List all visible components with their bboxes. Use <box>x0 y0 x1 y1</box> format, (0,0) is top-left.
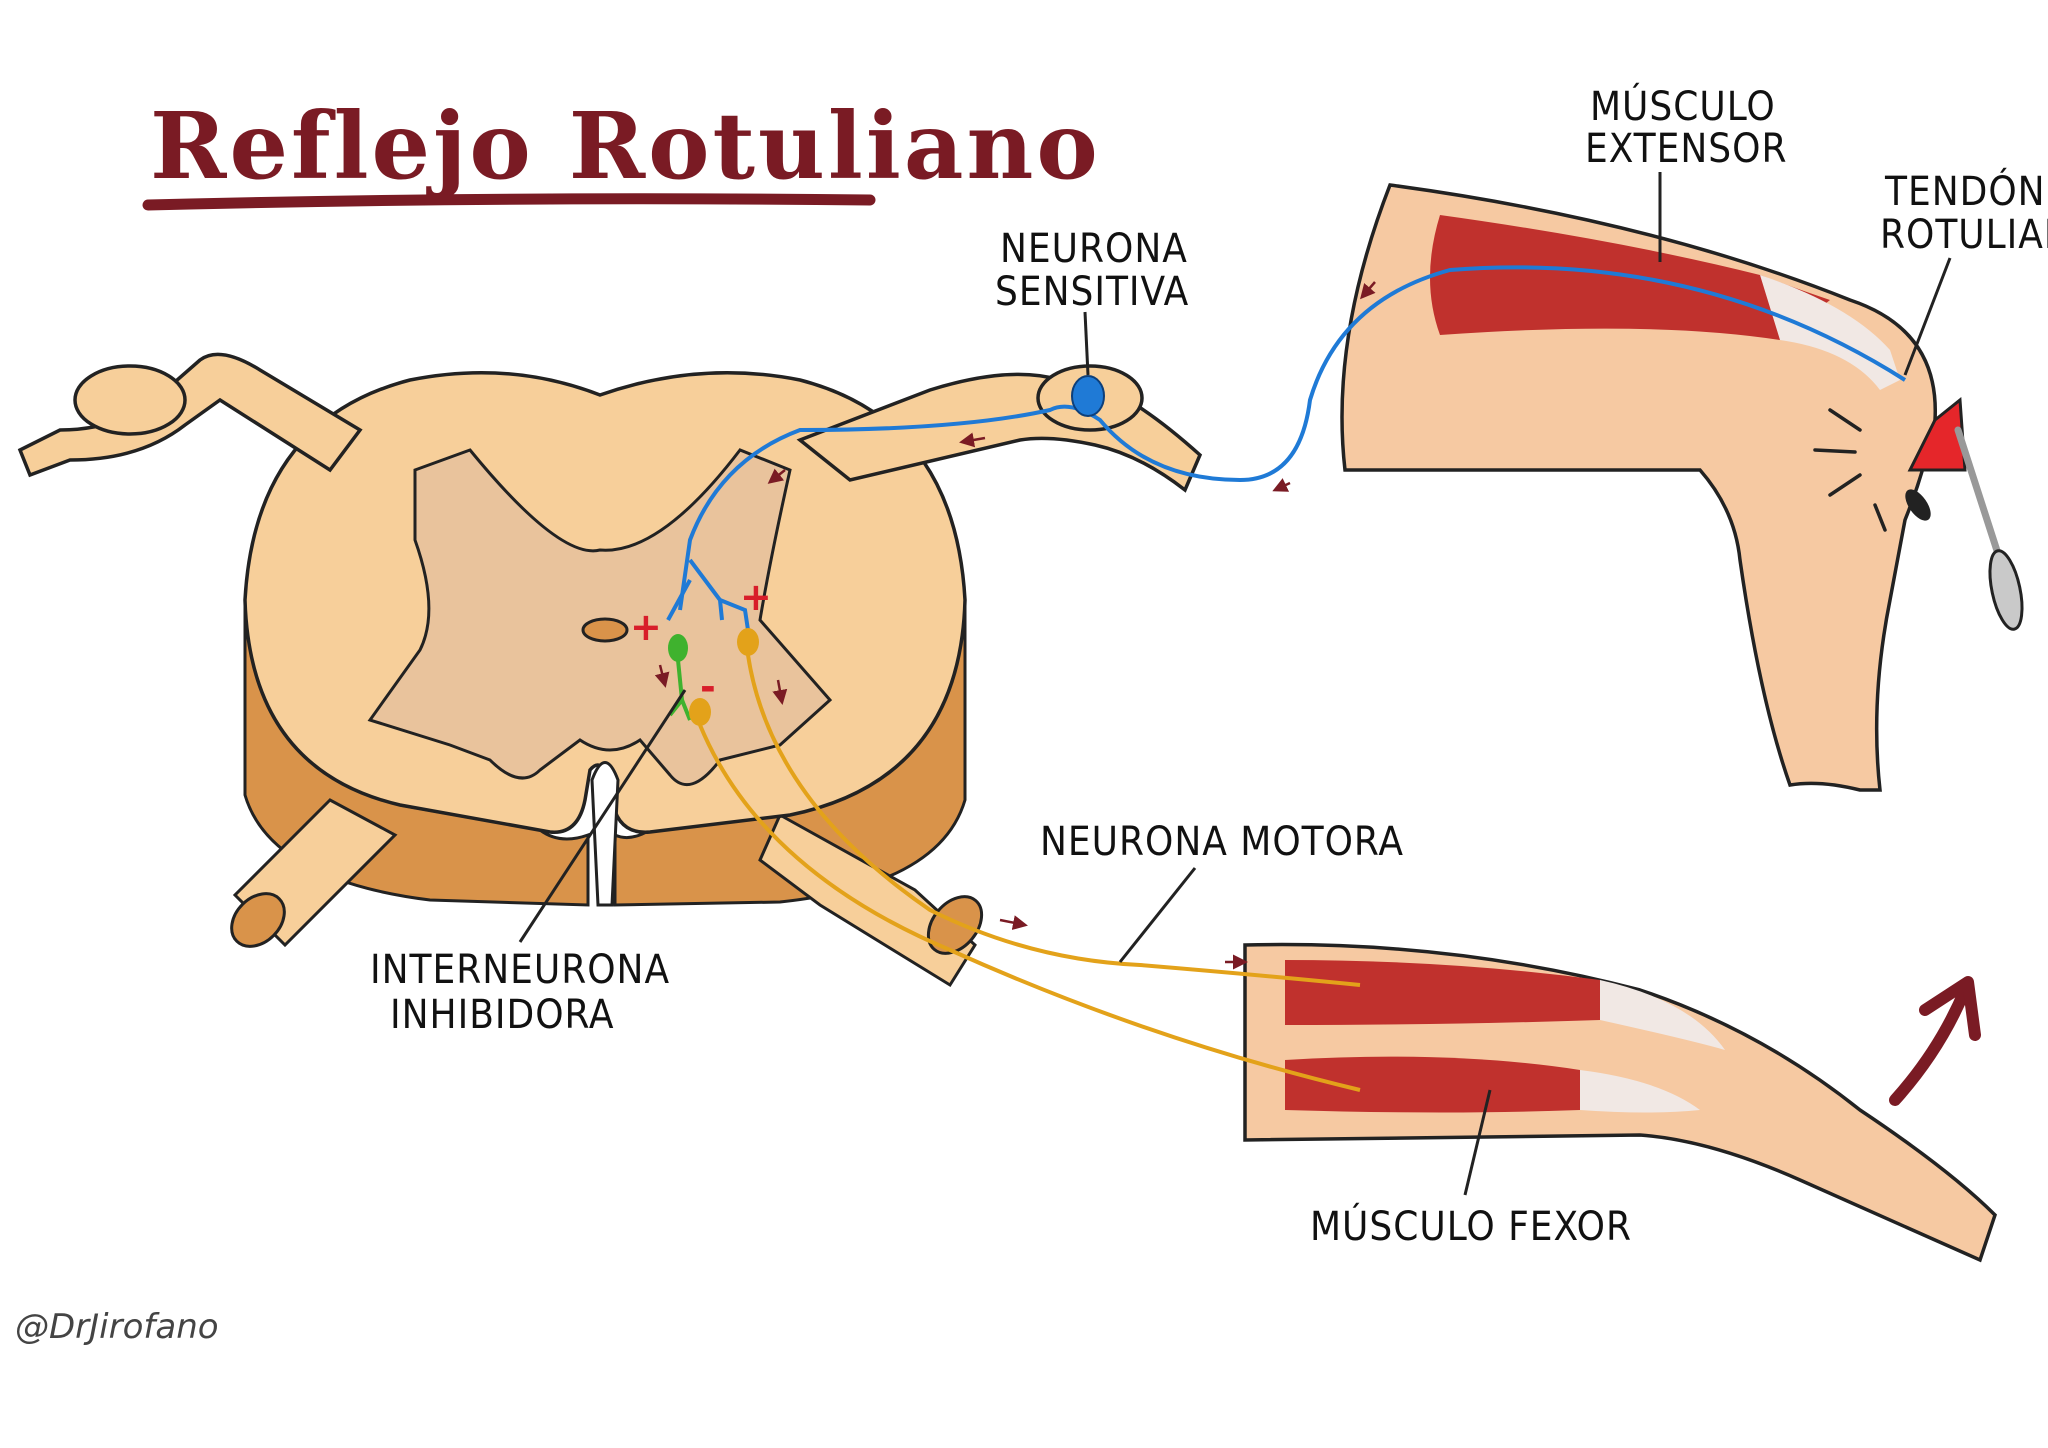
svg-text:NEURONA MOTORA: NEURONA MOTORA <box>1040 819 1404 865</box>
leg-flexed <box>1243 942 1998 1263</box>
page-title: Reflejo Rotuliano <box>150 92 1101 200</box>
svg-text:ROTULIANO: ROTULIANO <box>1880 212 2048 258</box>
minus-sign: - <box>700 665 716 709</box>
motor-neuron-extensor-body <box>737 628 759 656</box>
svg-text:SENSITIVA: SENSITIVA <box>995 269 1189 315</box>
flexor-muscle-upper <box>1285 960 1600 1025</box>
svg-text:TENDÓN: TENDÓN <box>1884 167 2046 215</box>
label-extensor-muscle: MÚSCULO EXTENSOR <box>1585 82 1787 262</box>
gray-matter <box>367 448 833 786</box>
label-patellar-tendon: TENDÓN ROTULIANO <box>1880 167 2048 376</box>
motor-neuron-axon-1 <box>746 654 1361 987</box>
signal-arrows <box>654 281 1376 970</box>
label-inhibitory-interneuron: INTERNEURONA INHIBIDORA <box>370 689 687 1038</box>
label-flexor-muscle: MÚSCULO FEXOR <box>1310 1089 1632 1250</box>
interneuron-body <box>668 634 688 662</box>
flexor-muscle-lower <box>1285 1056 1580 1113</box>
svg-text:INTERNEURONA: INTERNEURONA <box>370 947 670 993</box>
anterior-median-fissure <box>590 761 620 907</box>
dorsal-root-left <box>17 352 363 478</box>
plus-sign-left: + <box>630 605 662 649</box>
sensory-neuron-body <box>1071 375 1105 417</box>
ventral-root-right <box>758 812 977 988</box>
label-sensory-neuron: NEURONA SENSITIVA <box>995 226 1189 376</box>
central-canal <box>581 617 629 643</box>
motor-neuron-flexor-body <box>689 698 711 726</box>
svg-text:MÚSCULO: MÚSCULO <box>1590 82 1776 130</box>
plus-sign-right: + <box>740 575 772 619</box>
svg-text:EXTENSOR: EXTENSOR <box>1585 126 1787 172</box>
motor-neuron-axon-2 <box>698 724 1361 1092</box>
author-credit: @DrJirofano <box>15 1307 219 1347</box>
svg-text:MÚSCULO FEXOR: MÚSCULO FEXOR <box>1310 1202 1632 1250</box>
movement-arrow-icon <box>1889 976 1981 1106</box>
label-motor-neuron: NEURONA MOTORA <box>1040 819 1404 963</box>
patellar-tendon <box>1760 275 1900 390</box>
reflex-hammer-icon <box>1905 397 2024 631</box>
spinal-cord <box>17 352 1203 988</box>
title-underline <box>142 193 876 211</box>
impact-lines <box>1813 408 1887 532</box>
svg-text:INHIBIDORA: INHIBIDORA <box>390 992 615 1038</box>
sensory-neuron-axon <box>678 265 1907 611</box>
svg-text:NEURONA: NEURONA <box>1000 226 1188 272</box>
